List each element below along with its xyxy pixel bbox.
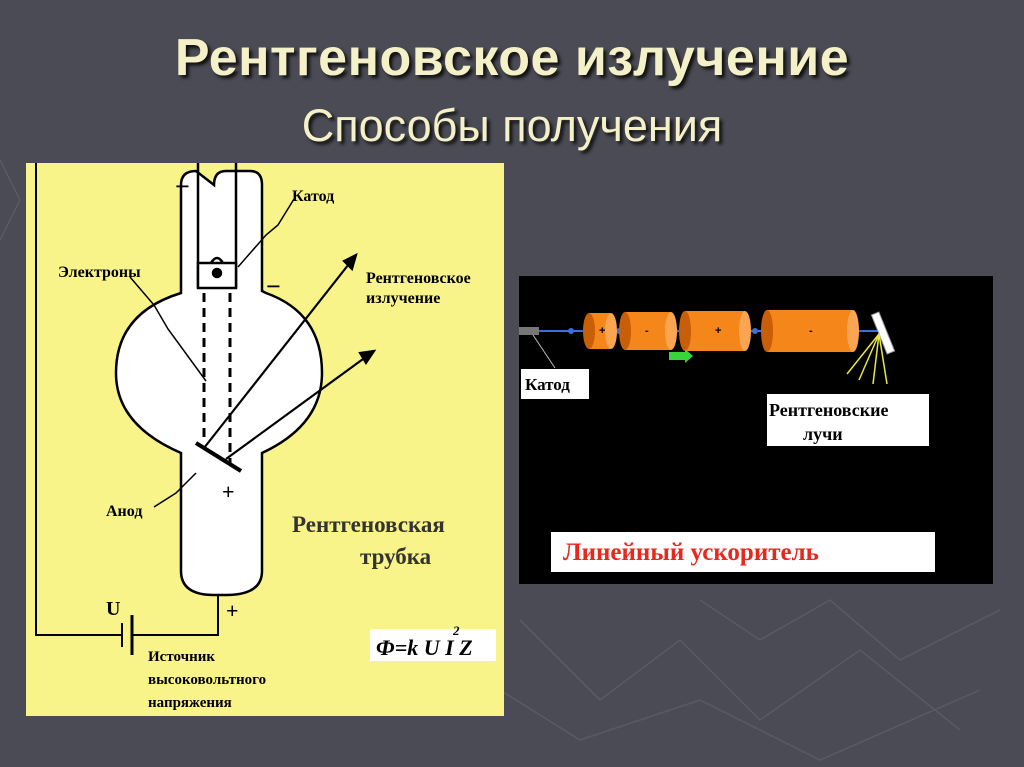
formula-main: Ф=k U I Z <box>376 635 473 660</box>
accel-xray-label-line1: Рентгеновские <box>769 400 888 420</box>
accel-cathode-label: Катод <box>525 375 570 394</box>
electron-beams <box>202 293 232 463</box>
linear-accelerator-diagram: + - + - Катод Рентгеновские лучи Линейны… <box>519 276 993 584</box>
tube-label-line1: Рентгеновская <box>292 512 445 537</box>
xray-label-box <box>767 394 929 446</box>
cathode-label-box <box>521 369 589 399</box>
voltage-u-label: U <box>106 598 120 620</box>
accel-xray-label-line2: лучи <box>803 424 843 444</box>
drift-tubes <box>583 310 859 352</box>
accelerator-caption: Линейный ускоритель <box>563 539 819 566</box>
cathode-assembly <box>196 163 238 290</box>
electrons-label: Электроны <box>58 264 141 281</box>
xray-label-line1: Рентгеновское <box>366 270 471 287</box>
drift-tube-4 <box>761 310 859 352</box>
tube-sign-2: - <box>645 325 649 337</box>
cathode-pointer <box>532 334 556 369</box>
minus-side-sign: − <box>266 272 281 301</box>
slide-subtitle: Способы получения <box>301 100 723 151</box>
cathode-electrode <box>519 327 539 335</box>
drift-tube-1 <box>583 313 617 349</box>
xray-label-line2: излучение <box>366 290 440 307</box>
minus-top-sign: − <box>175 172 190 201</box>
electron-arrow-icon <box>669 349 693 363</box>
tube-sign-3: + <box>715 325 721 337</box>
caption-box <box>551 532 935 572</box>
source-label-line2: высоковольтного <box>148 672 266 688</box>
source-plus-sign: + <box>226 598 239 623</box>
xray-rays <box>846 333 888 385</box>
xray-arrows <box>203 252 377 460</box>
drift-tube-2 <box>619 312 677 350</box>
source-label-line1: Источник <box>148 649 215 665</box>
formula-exponent: 2 <box>452 623 460 638</box>
anode-plus-sign: + <box>222 479 235 504</box>
xray-tube-diagram: − Катод Электроны − Рентгеновское излуче… <box>26 163 504 716</box>
source-label-line3: напряжения <box>148 695 232 711</box>
xray-tube <box>114 169 324 597</box>
drift-tube-3 <box>679 311 751 351</box>
tube-label-line2: трубка <box>360 544 432 569</box>
circuit-wires <box>35 163 219 655</box>
tube-sign-1: + <box>599 325 605 337</box>
anode <box>194 441 243 473</box>
cathode-label: Катод <box>292 188 334 205</box>
formula-box <box>370 629 496 661</box>
label-pointers <box>129 198 295 508</box>
tube-sign-4: - <box>809 325 813 337</box>
anode-label: Анод <box>106 503 142 520</box>
slide-title: Рентгеновское излучение <box>174 29 850 87</box>
